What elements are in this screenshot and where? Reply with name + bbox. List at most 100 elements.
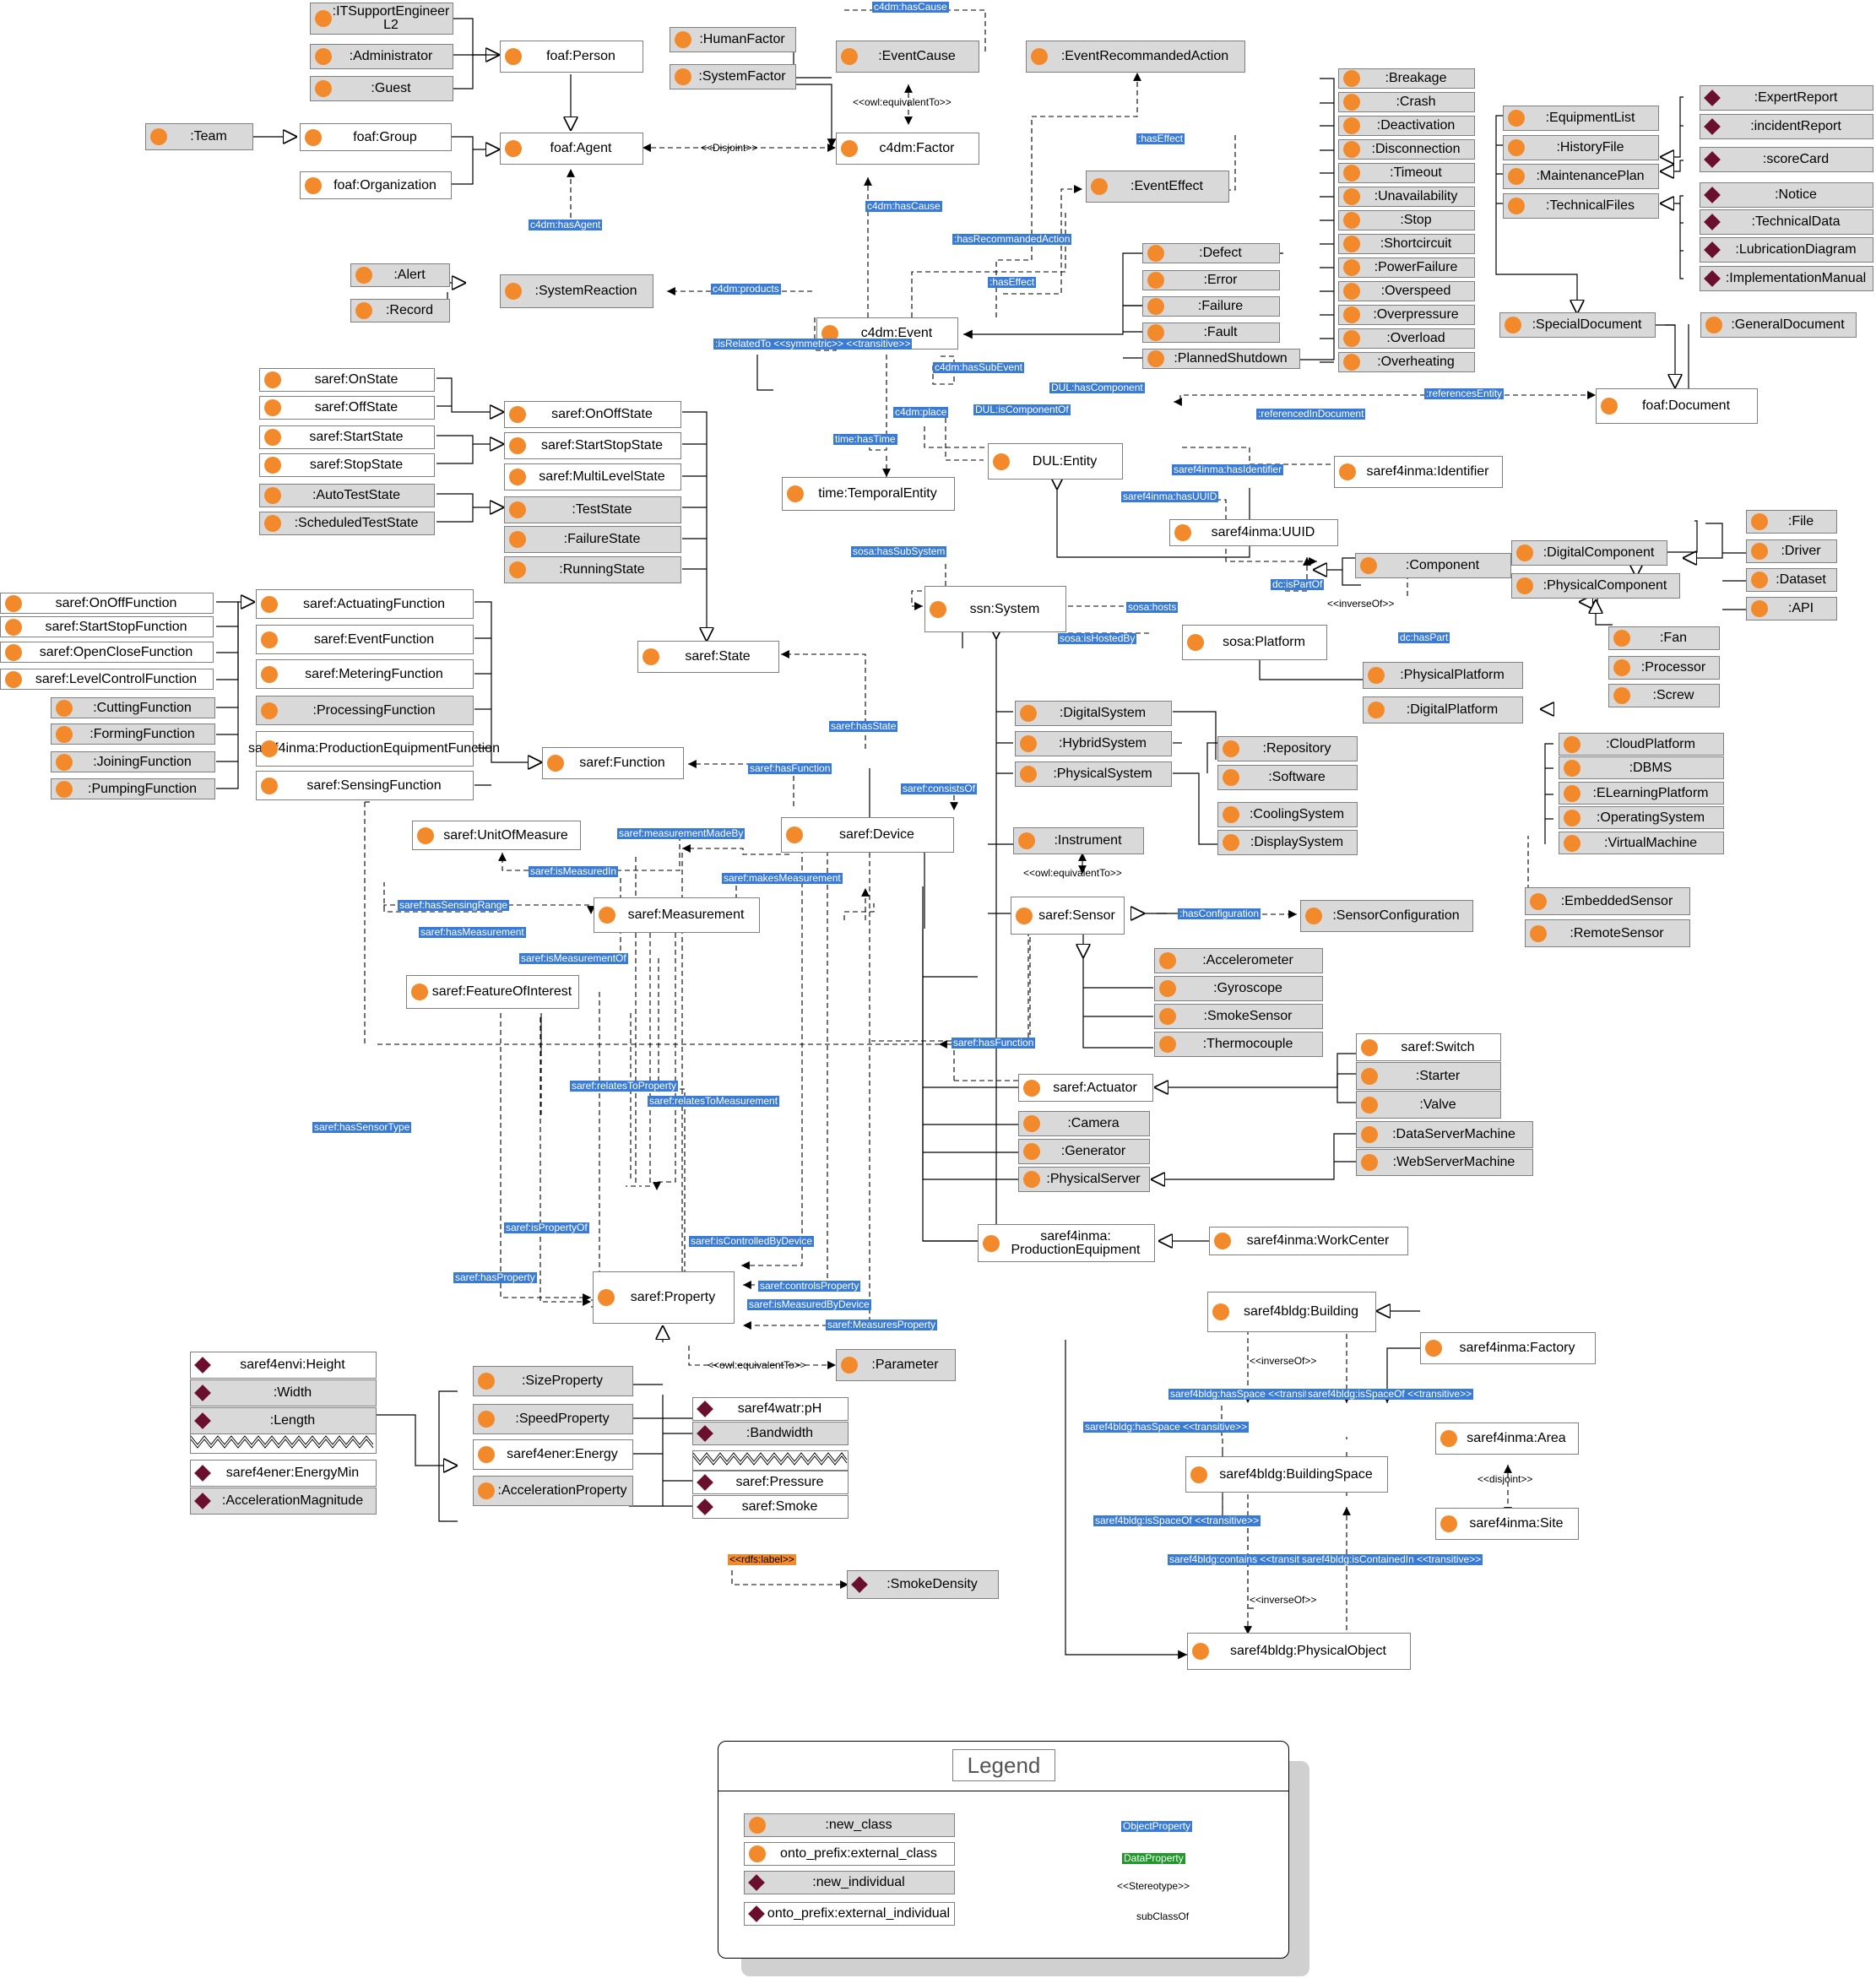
edge-label-has-state: saref:hasState	[829, 720, 898, 732]
node-operating-system: :OperatingSystem	[1559, 806, 1724, 829]
node-label: saref4inma:WorkCenter	[1246, 1233, 1390, 1248]
edge-label-has-sensing-range: saref:hasSensingRange	[398, 899, 510, 911]
node-breakage: :Breakage	[1338, 68, 1475, 89]
edge-label-is-contained-in: saref4bldg:isContainedIn <<transitive>>	[1300, 1553, 1483, 1565]
edge-label-equivalent-to-2: <<owl:equivalentTo>>	[1023, 867, 1122, 879]
class-circle-icon	[1305, 908, 1322, 924]
node-label: :TechnicalFiles	[1546, 198, 1635, 213]
individual-diamond-icon	[697, 1425, 713, 1442]
node-label: :Thermocouple	[1202, 1037, 1293, 1051]
node-label: :Failure	[1197, 299, 1244, 313]
legend: Legend :new_class onto_prefix:external_c…	[718, 1741, 1289, 1959]
node-itsupport: :ITSupportEngineer L2	[310, 3, 453, 35]
node-label: :Unavailability	[1374, 189, 1458, 203]
class-circle-icon	[1343, 188, 1360, 205]
node-timeout: :Timeout	[1338, 163, 1475, 183]
class-circle-icon	[1613, 630, 1630, 647]
node-label: saref4inma: ProductionEquipment	[1011, 1228, 1141, 1257]
node-saref-onoffstate: saref:OnOffState	[504, 401, 681, 428]
node-label: :ITSupportEngineer L2	[332, 4, 450, 32]
class-circle-icon	[1751, 513, 1768, 530]
edge-label-has-cause-top: c4dm:hasCause	[872, 1, 949, 13]
node-unavailability: :Unavailability	[1338, 187, 1475, 207]
node-dul-entity: DUL:Entity	[988, 443, 1123, 480]
class-circle-icon	[1343, 259, 1360, 276]
node-label: saref:ActuatingFunction	[302, 596, 446, 611]
class-circle-icon	[56, 725, 73, 743]
class-circle-icon	[1360, 557, 1377, 574]
edge-label-dul-has-component: DUL:hasComponent	[1049, 382, 1145, 393]
node-label: saref:Sensor	[1038, 908, 1115, 923]
class-circle-icon	[749, 1817, 766, 1834]
node-label: :EventRecommandedAction	[1060, 49, 1229, 63]
class-circle-icon	[841, 48, 858, 65]
edge-label-dc-is-part-of: dc:isPartOf	[1271, 578, 1325, 590]
class-circle-icon	[1147, 350, 1164, 367]
node-label: saref4envi:Height	[240, 1358, 345, 1372]
node-event-effect: :EventEffect	[1086, 171, 1229, 203]
node-label: :Overload	[1386, 331, 1445, 345]
node-autotest-state: :AutoTestState	[259, 484, 435, 507]
node-label: :incidentReport	[1750, 119, 1841, 133]
edge-label-has-effect-top: :hasEffect	[1136, 133, 1185, 144]
node-label: :scoreCard	[1762, 152, 1830, 166]
node-label: saref:EventFunction	[313, 631, 435, 647]
node-joining-function: :JoiningFunction	[51, 751, 215, 772]
node-label: :Software	[1268, 770, 1326, 784]
node-label: saref4inma:ProductionEquipmentFunction	[248, 741, 500, 756]
class-circle-icon	[993, 453, 1010, 470]
node-label: :Gyroscope	[1213, 981, 1282, 995]
class-circle-icon	[1343, 94, 1360, 111]
node-component: :Component	[1355, 553, 1511, 578]
node-saref4inma-area: saref4inma:Area	[1435, 1423, 1579, 1455]
node-label: :SmokeDensity	[886, 1577, 978, 1591]
edge-label-disjoint-1: <<Disjoint>>	[701, 142, 758, 154]
node-label: saref:OnOffState	[551, 407, 653, 421]
node-label: :HybridSystem	[1058, 736, 1147, 751]
node-foaf-group: foaf:Group	[300, 123, 452, 151]
node-label: :Disconnection	[1371, 142, 1461, 156]
node-label: :SensorConfiguration	[1332, 908, 1460, 923]
node-time-temporal-entity: time:TemporalEntity	[782, 477, 955, 511]
class-circle-icon	[1147, 245, 1164, 262]
class-circle-icon	[305, 128, 322, 146]
node-data-server-machine: :DataServerMachine	[1356, 1121, 1533, 1148]
class-circle-icon	[1023, 1079, 1040, 1097]
class-circle-icon	[56, 780, 73, 798]
individual-diamond-icon	[1704, 151, 1721, 168]
node-label: :LubricationDiagram	[1735, 242, 1857, 257]
node-label: c4dm:Event	[860, 326, 933, 340]
node-saref4ener-energy: saref4ener:Energy	[473, 1439, 633, 1470]
class-circle-icon	[1368, 667, 1385, 684]
edge-label-is-controlled-by-device: saref:isControlledByDevice	[689, 1235, 815, 1247]
class-circle-icon	[1505, 317, 1521, 333]
edge-label-products: c4dm:products	[711, 283, 781, 295]
node-saref4inma-factory: saref4inma:Factory	[1420, 1332, 1596, 1364]
node-label: :Valve	[1419, 1097, 1456, 1112]
class-circle-icon	[1564, 809, 1581, 826]
legend-new-class: :new_class	[744, 1813, 955, 1837]
individual-diamond-icon	[194, 1357, 211, 1374]
class-circle-icon	[1339, 463, 1356, 480]
node-cooling-system: :CoolingSystem	[1217, 802, 1358, 827]
legend-subclass-of: subClassOf	[1136, 1910, 1190, 1922]
node-technical-files: :TechnicalFiles	[1503, 193, 1659, 219]
class-circle-icon	[355, 302, 372, 319]
node-label: :Timeout	[1390, 165, 1442, 180]
edge-label-has-sensor-type: saref:hasSensorType	[312, 1121, 412, 1133]
node-saref-stopstate: saref:StopState	[259, 453, 435, 477]
node-label: ssn:System	[969, 601, 1040, 616]
node-system-reaction: :SystemReaction	[500, 274, 653, 308]
node-label: :PhysicalServer	[1046, 1172, 1141, 1186]
class-circle-icon	[599, 907, 615, 924]
node-label: :CoolingSystem	[1249, 807, 1345, 821]
class-circle-icon	[5, 670, 22, 688]
node-label: saref4bldg:BuildingSpace	[1219, 1466, 1373, 1482]
node-smoke-sensor: :SmokeSensor	[1154, 1004, 1323, 1029]
class-circle-icon	[5, 594, 22, 612]
node-label: :EventCause	[878, 49, 956, 63]
node-label: :Fan	[1659, 631, 1687, 645]
node-size-property: :SizeProperty	[473, 1366, 633, 1396]
class-circle-icon	[509, 469, 526, 485]
node-generator: :Generator	[1018, 1139, 1150, 1164]
